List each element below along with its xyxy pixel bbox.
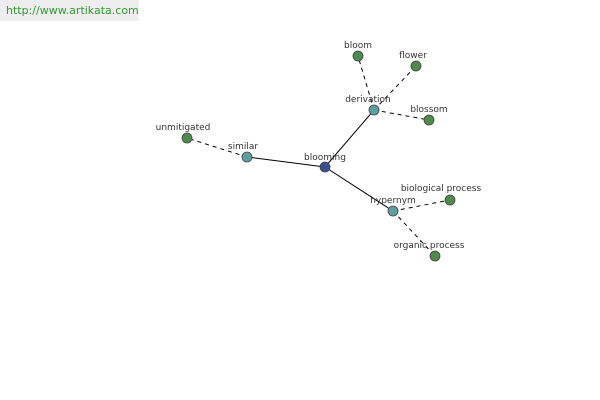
node-circle-blooming[interactable]: [319, 161, 331, 173]
nodes-layer: blooming similar derivation hypernym unmitig…: [156, 41, 482, 262]
node-circle-blossom[interactable]: [423, 114, 435, 126]
node-hypernym[interactable]: hypernym: [370, 196, 416, 217]
node-blooming[interactable]: blooming: [304, 153, 346, 173]
node-biological-process[interactable]: biological process: [401, 184, 482, 206]
edge-hypernym-organic-process: [392, 210, 436, 257]
node-label-organic-process: organic process: [394, 241, 465, 251]
edge-derivation-bloom: [357, 55, 375, 111]
node-label-unmitigated: unmitigated: [156, 123, 211, 133]
node-circle-flower[interactable]: [410, 60, 422, 72]
edge-blooming-hypernym: [324, 166, 394, 212]
node-circle-hypernym[interactable]: [387, 205, 399, 217]
edge-similar-unmitigated: [186, 137, 248, 158]
edge-derivation-flower: [373, 65, 417, 111]
node-label-hypernym: hypernym: [370, 196, 416, 206]
node-derivation[interactable]: derivation: [345, 95, 391, 116]
node-circle-unmitigated[interactable]: [181, 132, 193, 144]
node-similar[interactable]: similar: [228, 142, 258, 163]
node-circle-biological-process[interactable]: [444, 194, 456, 206]
node-label-bloom: bloom: [344, 41, 372, 51]
edge-derivation-blossom: [373, 109, 430, 121]
node-unmitigated[interactable]: unmitigated: [156, 123, 211, 144]
edge-blooming-derivation: [324, 109, 375, 168]
edges-layer: [186, 55, 451, 257]
node-label-blossom: blossom: [410, 105, 447, 115]
site-url-link[interactable]: http://www.artikata.com: [0, 0, 139, 21]
node-label-similar: similar: [228, 142, 258, 152]
node-organic-process[interactable]: organic process: [394, 241, 465, 262]
edge-hypernym-biological-process: [392, 199, 451, 212]
node-circle-organic-process[interactable]: [429, 250, 441, 262]
edge-blooming-similar: [246, 156, 326, 168]
node-circle-bloom[interactable]: [352, 50, 364, 62]
node-label-blooming: blooming: [304, 153, 346, 163]
node-label-flower: flower: [399, 51, 427, 61]
node-circle-similar[interactable]: [241, 151, 253, 163]
node-blossom[interactable]: blossom: [410, 105, 448, 126]
node-label-derivation: derivation: [345, 95, 391, 105]
node-circle-derivation[interactable]: [368, 104, 380, 116]
node-label-biological-process: biological process: [401, 184, 482, 194]
node-flower[interactable]: flower: [399, 51, 427, 72]
node-bloom[interactable]: bloom: [344, 41, 372, 62]
